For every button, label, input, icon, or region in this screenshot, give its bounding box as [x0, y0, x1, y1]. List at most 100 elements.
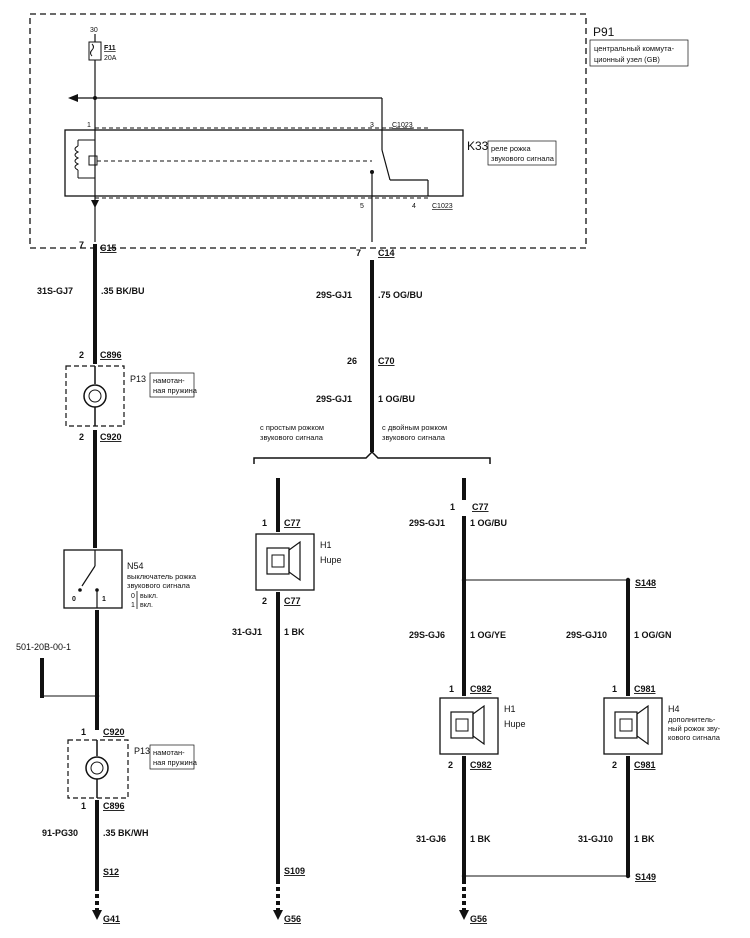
- dual-top-conn-label: C77: [472, 502, 489, 512]
- fuse-rating-label: 20A: [104, 55, 117, 62]
- h4-desc-line2: ный рожок зву-: [668, 724, 721, 733]
- h4-bot-pin: 2: [612, 760, 617, 770]
- option-dual-line2: звукового сигнала: [382, 433, 446, 442]
- c896b-pin-label: 1: [81, 801, 86, 811]
- single-wire-code: 31-GJ1: [232, 627, 262, 637]
- splice-s109-label: S109: [284, 866, 305, 876]
- c70-pin-label: 26: [347, 356, 357, 366]
- relay-pin1-label: 1: [87, 122, 91, 129]
- c14-connector-label: C14: [378, 248, 395, 258]
- dual-wire4-code: 31-GJ6: [416, 834, 446, 844]
- relay-pin4-label: 4: [412, 203, 416, 210]
- relay-desc-line2: звукового сигнала: [491, 154, 555, 163]
- clockspring-desc-box: [149, 372, 195, 398]
- switch-pin0-label: 0: [72, 596, 76, 603]
- h1-dual-id: H1: [504, 704, 516, 714]
- c920b-pin-label: 1: [81, 727, 86, 737]
- h4-desc-line1: дополнитель-: [668, 715, 716, 724]
- clockspring-b-desc-line1: намотан-: [153, 748, 185, 757]
- relay-k33-label: K33: [467, 139, 489, 153]
- h4-top-conn: C981: [634, 684, 656, 694]
- single-bot-pin-label: 2: [262, 596, 267, 606]
- fuse-id-label: F11: [104, 45, 116, 52]
- splice-s12-label: S12: [103, 867, 119, 877]
- c920b-connector-label: C920: [103, 727, 125, 737]
- switch-off-num: 0: [131, 593, 135, 600]
- horn-switch-n54-label: N54: [127, 561, 144, 571]
- dual-wire5-code: 31-GJ10: [578, 834, 613, 844]
- horn-icon: [266, 540, 301, 582]
- h1-dual-bot-conn: C982: [470, 760, 492, 770]
- c896-connector-label: C896: [100, 350, 122, 360]
- clockspring-desc-line1: намотан-: [153, 376, 185, 385]
- c920-pin-label: 2: [79, 432, 84, 442]
- h4-desc-line3: кового сигнала: [668, 733, 721, 742]
- relay-coil-icon: [74, 145, 80, 171]
- clockspring-b-desc-line2: ная пружина: [153, 758, 198, 767]
- c896b-connector-label: C896: [103, 801, 125, 811]
- clockspring-p13b-label: P13: [134, 746, 150, 756]
- c15-connector-label: C15: [100, 243, 117, 253]
- p91-module-box: [29, 13, 587, 249]
- ground-g41-label: G41: [103, 914, 120, 924]
- clockspring-icon: [83, 384, 107, 408]
- c15-pin-label: 7: [79, 240, 84, 250]
- arrow-left-icon: [68, 94, 78, 102]
- clockspring-b-desc-box: [149, 744, 195, 770]
- clockspring-p13b-box: [67, 739, 129, 799]
- horn-h1-single-box: [255, 533, 315, 591]
- c14-pin-label: 7: [356, 248, 361, 258]
- left-wire1-spec: .35 BK/BU: [101, 286, 145, 296]
- clockspring-b-icon: [85, 756, 109, 780]
- dual-wire3-code: 29S-GJ10: [566, 630, 607, 640]
- dual-wire1-spec: 1 OG/BU: [470, 518, 507, 528]
- h1-dual-top-pin: 1: [449, 684, 454, 694]
- relay-pin5-label: 5: [360, 203, 364, 210]
- center-wire2-code: 29S-GJ1: [316, 394, 352, 404]
- h4-bot-conn: C981: [634, 760, 656, 770]
- relay-desc-line1: реле рожка: [491, 144, 531, 153]
- p91-desc-line2: ционный узел (GB): [594, 55, 660, 64]
- fuse-icon: [88, 41, 102, 61]
- c896-pin-label: 2: [79, 350, 84, 360]
- h1-dual-top-conn: C982: [470, 684, 492, 694]
- pin-30-label: 30: [90, 27, 98, 34]
- single-horn-id: H1: [320, 540, 332, 550]
- relay-k33-box: [64, 129, 464, 197]
- c920-connector-label: C920: [100, 432, 122, 442]
- h1-dual-name: Hupe: [504, 719, 526, 729]
- switch-desc-line2: звукового сигнала: [127, 581, 191, 590]
- single-top-pin-label: 1: [262, 518, 267, 528]
- relay-desc-box: [487, 140, 557, 166]
- relay-pin3-label: 3: [370, 122, 374, 129]
- horn-icon: [614, 704, 649, 746]
- horn-h4-box: [603, 697, 663, 755]
- left-wire1-code: 31S-GJ7: [37, 286, 73, 296]
- switch-pin1-label: 1: [102, 596, 106, 603]
- dual-wire2-code: 29S-GJ6: [409, 630, 445, 640]
- single-top-conn-label: C77: [284, 518, 301, 528]
- dual-wire1-code: 29S-GJ1: [409, 518, 445, 528]
- c70-connector-label: C70: [378, 356, 395, 366]
- option-brace: [253, 450, 491, 464]
- clockspring-p13-label: P13: [130, 374, 146, 384]
- splice-s148-label: S148: [635, 578, 656, 588]
- switch-contact-icon: [81, 565, 96, 587]
- horn-switch-n54-box: [63, 549, 123, 609]
- left-wire2-code: 91-PG30: [42, 828, 78, 838]
- switch-off-label: выкл.: [140, 593, 158, 600]
- ground-g56-single-label: G56: [284, 914, 301, 924]
- center-wire1-code: 29S-GJ1: [316, 290, 352, 300]
- dual-wire3-spec: 1 OG/GN: [634, 630, 672, 640]
- option-single-line1: с простым рожком: [260, 423, 324, 432]
- switch-on-num: 1: [131, 602, 135, 609]
- single-bot-conn-label: C77: [284, 596, 301, 606]
- clockspring-desc-line2: ная пружина: [153, 386, 198, 395]
- switch-on-label: вкл.: [140, 602, 153, 609]
- relay-conn-bottom-label: C1023: [432, 203, 453, 210]
- p91-label: P91: [593, 25, 615, 39]
- reference-label: 501-20B-00-1: [16, 642, 71, 652]
- ground-g56-dual-label: G56: [470, 914, 487, 924]
- h1-dual-bot-pin: 2: [448, 760, 453, 770]
